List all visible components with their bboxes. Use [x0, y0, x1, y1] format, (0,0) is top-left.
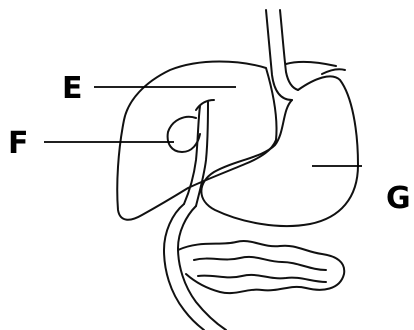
liver	[117, 62, 336, 220]
stomach	[201, 69, 358, 226]
gall-bladder	[168, 117, 200, 152]
label-f: F	[8, 126, 29, 161]
label-g: G	[386, 181, 411, 216]
label-e: E	[62, 71, 83, 106]
duodenum	[164, 204, 226, 330]
pancreas	[178, 241, 344, 293]
